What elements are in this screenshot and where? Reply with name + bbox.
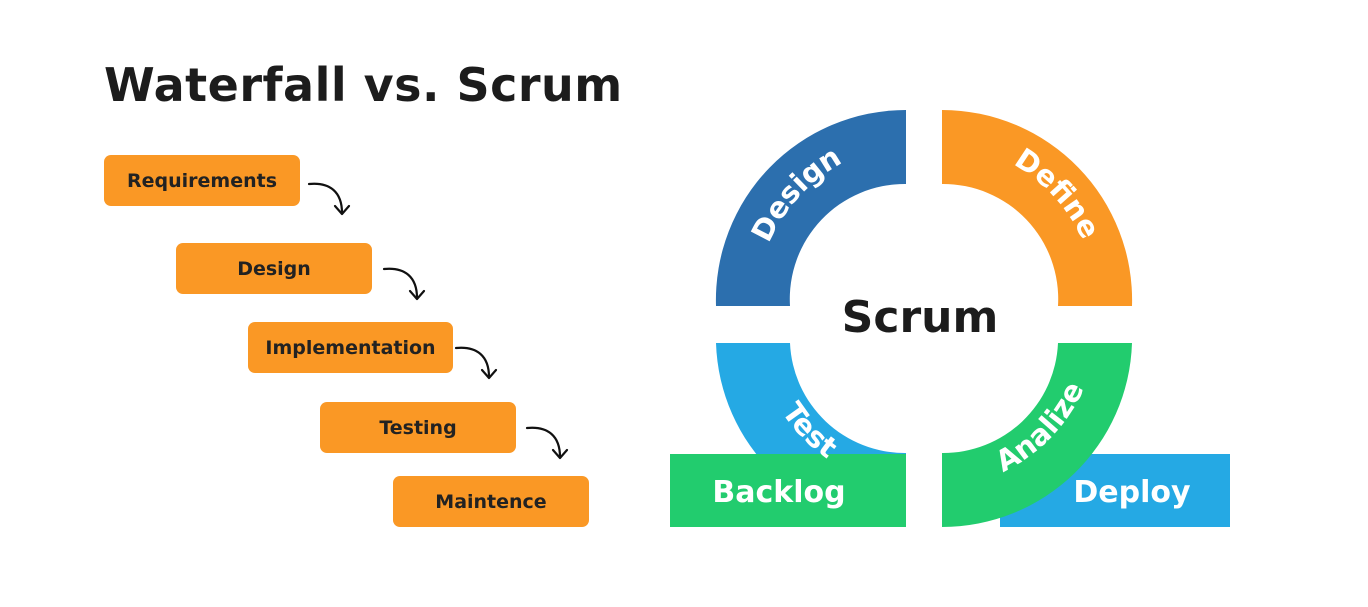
- step-label: Testing: [379, 416, 457, 439]
- page-title: Waterfall vs. Scrum: [104, 58, 623, 112]
- down-arrow-icon: [454, 346, 498, 380]
- step-label: Requirements: [126, 169, 277, 192]
- waterfall-step-implementation: Implementation: [248, 322, 453, 373]
- step-label: Implementation: [265, 336, 436, 359]
- backlog-box-front: [670, 454, 906, 527]
- define-arc: [942, 109, 1133, 307]
- waterfall-step-maintence: Maintence: [393, 476, 589, 527]
- backlog-label: Backlog: [712, 475, 845, 510]
- waterfall-step-testing: Testing: [320, 402, 516, 453]
- deploy-label: Deploy: [1073, 475, 1191, 510]
- down-arrow-icon: [525, 426, 569, 460]
- step-label: Maintence: [435, 490, 547, 513]
- waterfall-step-design: Design: [176, 243, 372, 294]
- scrum-center-label: Scrum: [842, 292, 999, 343]
- down-arrow-icon: [307, 182, 351, 216]
- step-label: Design: [237, 257, 311, 280]
- waterfall-step-requirements: Requirements: [104, 155, 300, 206]
- analize-arc: [942, 343, 1132, 528]
- down-arrow-icon: [382, 267, 426, 301]
- design-arc: [715, 109, 906, 306]
